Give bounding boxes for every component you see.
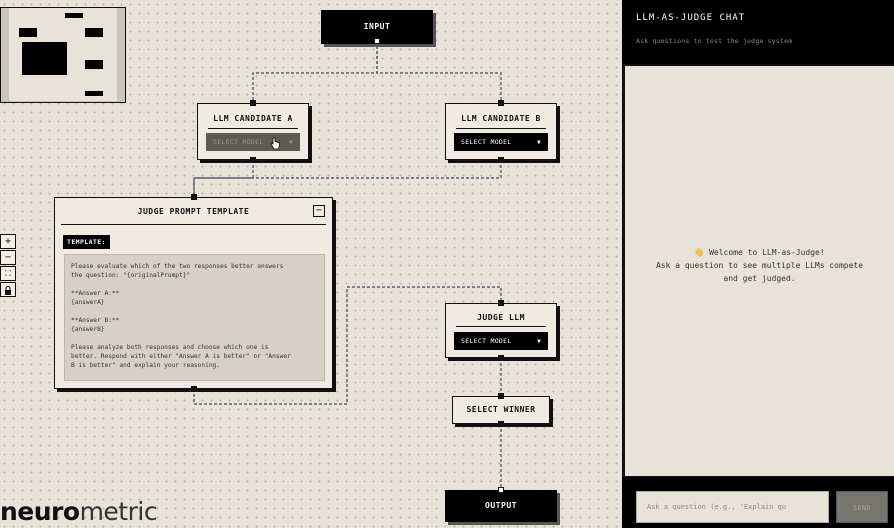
output-target-handle[interactable] [498, 487, 504, 493]
chevron-down-icon: ▼ [289, 138, 293, 146]
candidate-b-target-handle[interactable] [498, 100, 504, 106]
chat-subtitle: Ask questions to test the judge system [636, 37, 793, 45]
input-source-handle[interactable] [374, 38, 380, 44]
chat-footer: Ask a question (e.g., 'Explain qu SEND [622, 477, 894, 528]
neurometric-logo: neurometric [0, 497, 158, 526]
fit-view-button[interactable]: ⛶ [0, 266, 16, 281]
minimap-node [65, 13, 83, 18]
candidate-b-source-handle[interactable] [498, 157, 504, 163]
chevron-down-icon: ▼ [537, 138, 541, 146]
zoom-out-button[interactable]: − [0, 250, 16, 265]
minimap-node [85, 60, 103, 69]
candidate-b-model-select[interactable]: SELECT MODEL ▼ [454, 133, 548, 151]
minimap-node [19, 28, 37, 37]
output-node-title: OUTPUT [485, 501, 517, 510]
output-node[interactable]: OUTPUT [445, 490, 557, 522]
chat-title: LLM-AS-JUDGE CHAT [636, 13, 746, 23]
candidate-a-title: LLM CANDIDATE A [213, 114, 293, 123]
minimap-node [85, 28, 103, 37]
edge-input-to-b [376, 46, 502, 103]
flow-canvas[interactable]: + − ⛶ INPUT LLM CANDIDATE A SELECT MODEL… [0, 0, 622, 528]
judge-llm-target-handle[interactable] [498, 300, 504, 306]
zoom-in-button[interactable]: + [0, 234, 16, 249]
template-label: TEMPLATE: [63, 235, 110, 249]
chat-input[interactable]: Ask a question (e.g., 'Explain qu [636, 491, 829, 523]
select-winner-title: SELECT WINNER [466, 405, 536, 414]
send-button[interactable]: SEND [836, 491, 888, 523]
candidate-b-title: LLM CANDIDATE B [461, 114, 541, 123]
minimap-node [85, 91, 103, 96]
chat-panel: LLM-AS-JUDGE CHAT Ask questions to test … [622, 0, 894, 528]
judge-llm-title: JUDGE LLM [477, 313, 525, 322]
logo-bold: neuro [0, 497, 80, 526]
template-textarea[interactable]: Please evaluate which of the two respons… [64, 254, 325, 381]
candidate-b-node[interactable]: LLM CANDIDATE B SELECT MODEL ▼ [445, 103, 557, 160]
welcome-line-2: Ask a question to see multiple LLMs comp… [655, 261, 864, 270]
judge-prompt-source-handle[interactable] [191, 386, 197, 392]
edge-b-to-judge [193, 160, 502, 197]
welcome-line-3: and get judged. [723, 274, 796, 283]
hand-cursor-icon [270, 137, 280, 150]
judge-llm-select-value: SELECT MODEL [461, 337, 512, 345]
lock-icon [5, 286, 11, 295]
judge-prompt-target-handle[interactable] [191, 194, 197, 200]
edge-input-to-a [252, 46, 378, 103]
judge-llm-model-select[interactable]: SELECT MODEL ▼ [454, 332, 548, 350]
welcome-line-1: Welcome to LLM-as-Judge! [709, 248, 825, 257]
candidate-a-node[interactable]: LLM CANDIDATE A SELECT MODEL ▼ [197, 103, 309, 160]
candidate-a-select-value: SELECT MODEL [213, 138, 264, 146]
logo-light: metric [79, 497, 158, 526]
judge-llm-node[interactable]: JUDGE LLM SELECT MODEL ▼ [445, 303, 557, 358]
candidate-a-model-select[interactable]: SELECT MODEL ▼ [206, 133, 300, 151]
edge-judge-to-judgellm [193, 286, 502, 405]
input-node-title: INPUT [363, 22, 391, 31]
candidate-a-source-handle[interactable] [250, 157, 256, 163]
minimap[interactable] [0, 7, 126, 103]
select-winner-node[interactable]: SELECT WINNER [452, 396, 550, 424]
collapse-button[interactable]: − [313, 205, 325, 217]
flow-edges [193, 46, 502, 490]
judge-prompt-title: JUDGE PROMPT TEMPLATE [137, 207, 250, 216]
candidate-b-select-value: SELECT MODEL [461, 138, 512, 146]
minimap-node [22, 42, 67, 75]
lock-button[interactable] [0, 282, 16, 297]
judge-llm-source-handle[interactable] [498, 355, 504, 361]
candidate-a-target-handle[interactable] [250, 100, 256, 106]
select-winner-source-handle[interactable] [498, 421, 504, 427]
welcome-message: 👋 Welcome to LLM-as-Judge! Ask a questio… [625, 246, 894, 285]
select-winner-target-handle[interactable] [498, 393, 504, 399]
chevron-down-icon: ▼ [537, 337, 541, 345]
chat-messages: 👋 Welcome to LLM-as-Judge! Ask a questio… [625, 66, 894, 476]
wave-icon: 👋 [694, 248, 705, 257]
chat-header: LLM-AS-JUDGE CHAT Ask questions to test … [622, 0, 894, 64]
